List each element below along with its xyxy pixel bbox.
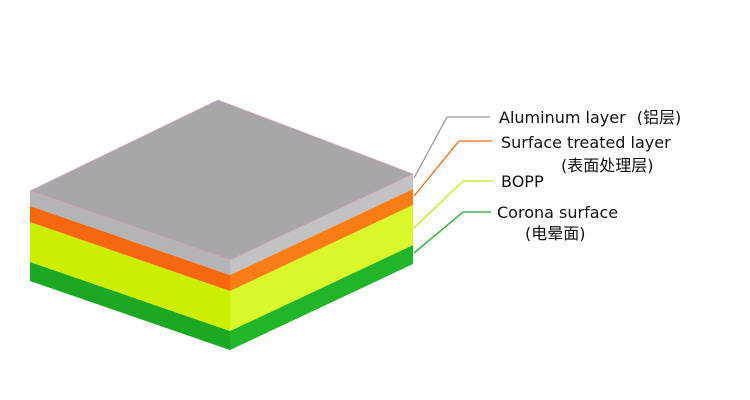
aluminum-layer-top xyxy=(28,99,415,261)
bopp-leader-line xyxy=(413,180,493,229)
corona-label: Corona surface xyxy=(497,203,618,222)
bopp-layer-side xyxy=(230,205,413,331)
surface-treated-label-cn: (表面处理层) xyxy=(561,156,654,175)
bopp-label: BOPP xyxy=(501,172,544,191)
aluminum-leader-line xyxy=(413,116,490,179)
corona-label-cn: (电晕面) xyxy=(525,224,586,243)
bopp-layer-front xyxy=(30,222,230,331)
corona-layer-side xyxy=(230,245,413,350)
aluminum-label: Aluminum layer (铝层) xyxy=(499,108,681,127)
surface-treated-leader-line xyxy=(413,140,492,197)
surface-treated-layer-front xyxy=(30,206,230,291)
surface-treated-layer-side xyxy=(230,189,413,291)
aluminum-layer-side xyxy=(230,174,413,275)
surface-treated-label: Surface treated layer xyxy=(501,133,671,152)
aluminum-name-cn: (铝层) xyxy=(637,108,682,127)
corona-leader-line xyxy=(413,211,491,254)
corona-layer-front xyxy=(30,262,230,350)
aluminum-layer-front xyxy=(30,191,230,275)
aluminum-name: Aluminum layer xyxy=(499,108,626,127)
